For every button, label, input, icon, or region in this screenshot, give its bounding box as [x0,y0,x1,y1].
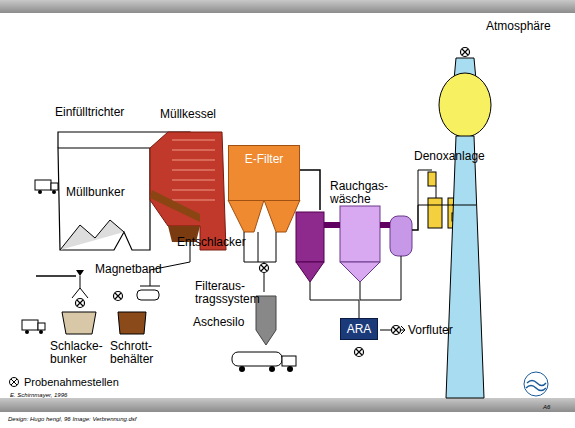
part-label: Einfülltrichter [55,106,145,119]
part-label: Filteraus- tragssystem [195,280,265,306]
part-label: Aschesilo [193,316,263,329]
node-text: ARA [347,322,372,336]
part-label: Schlacke- bunker [50,340,108,366]
part-label: Design: Hugo hengl, 96 Image: Verbrennun… [8,416,258,423]
part-label: Magnetband [95,263,185,276]
part-label: E. Schirnmayer, 1996 [10,392,130,399]
part-label: Müllkessel [160,108,240,121]
legend-row: Probenahmestellen [8,376,119,388]
part-label: Entschlacker [177,236,267,249]
part-label: Rauchgas- wäsche [330,180,392,206]
filter-box: E-Filter [228,145,300,201]
sampling-symbol [8,376,20,388]
part-label: Vorfluter [408,324,478,337]
treatment-box: ARA [340,318,378,340]
legend-text: Probenahmestellen [24,376,119,388]
part-label: Denoxanlage [414,150,504,163]
part-label: Müllbunker [66,186,146,199]
part-label: Schrott- behälter [110,340,168,366]
part-label: A6 [543,404,563,411]
node-text: E-Filter [245,152,284,166]
part-label: Atmosphäre [486,20,566,33]
